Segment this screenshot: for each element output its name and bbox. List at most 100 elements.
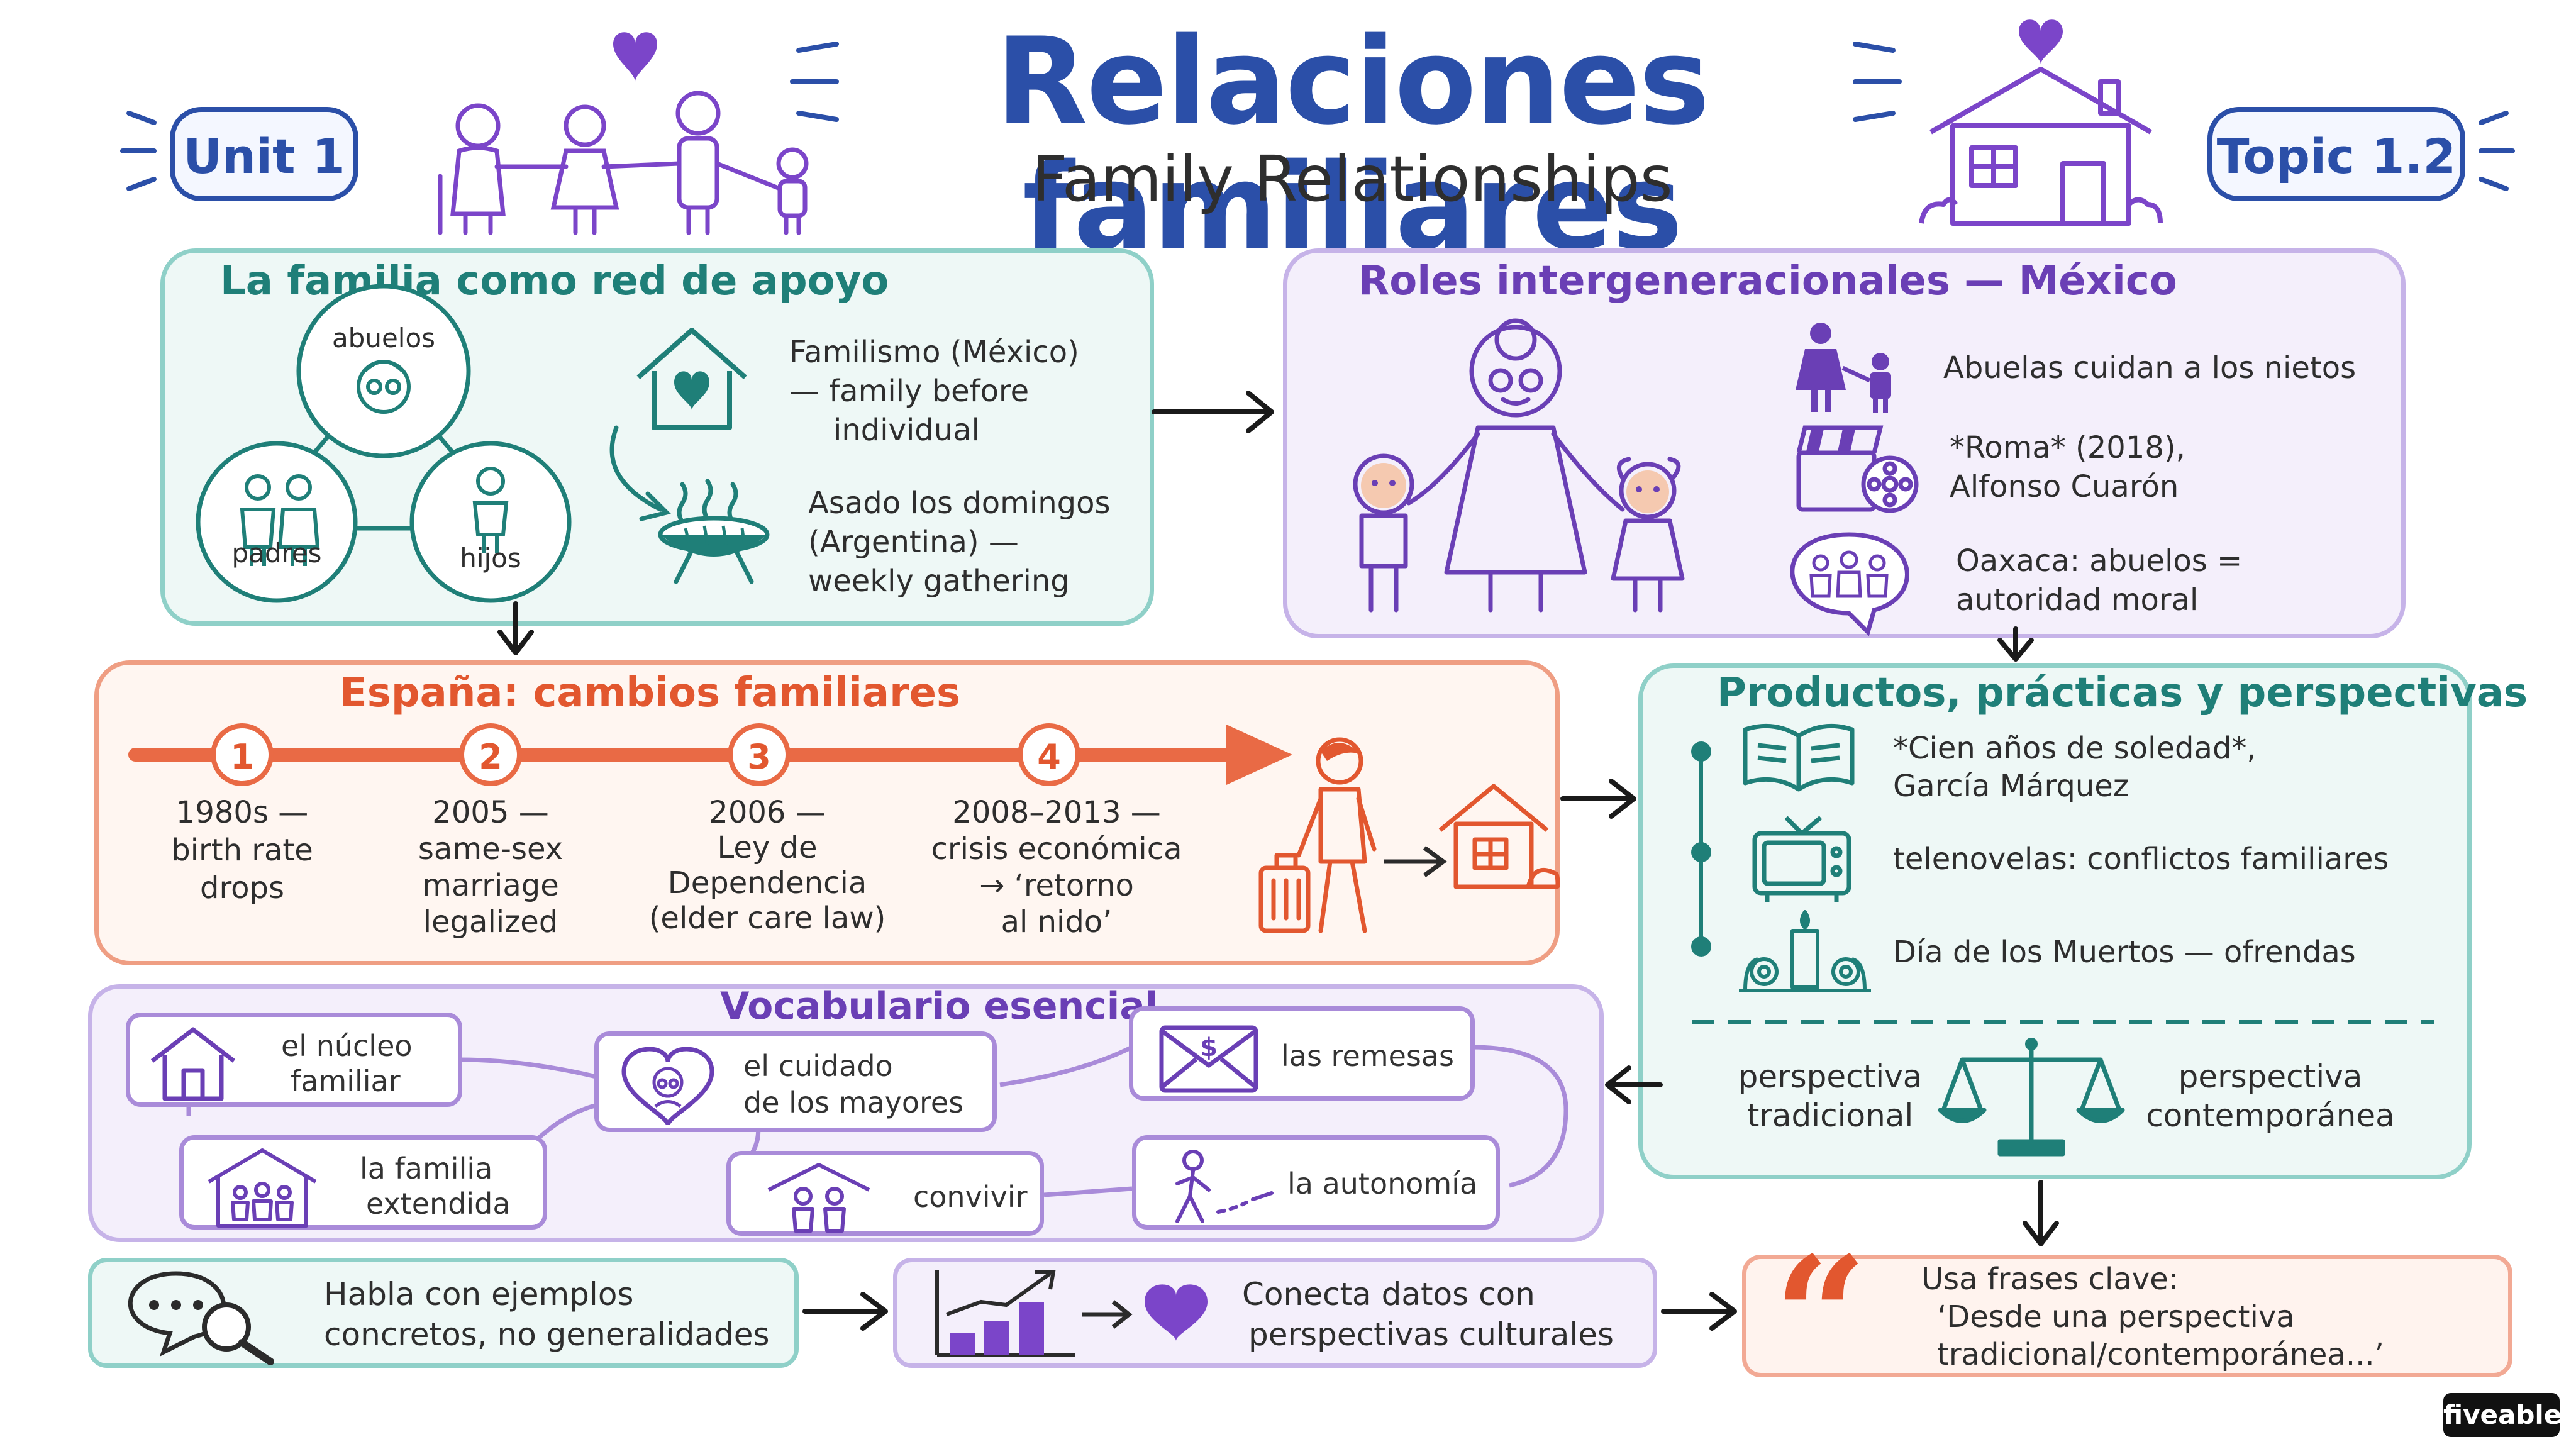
topic-sparkles-icon: [2479, 111, 2515, 191]
familismo-line-3: individual: [833, 413, 980, 448]
topic-badge-label: Topic 1.2: [2216, 128, 2457, 184]
brand-logo-label: fiveable: [2443, 1399, 2562, 1430]
home-icon: [1438, 784, 1560, 889]
unit-sparkles-icon: [120, 111, 157, 191]
event-1-line-1: 1980s —: [175, 795, 309, 830]
event-3-line-4: (elder care law): [648, 901, 886, 936]
convivir-label: convivir: [913, 1180, 1028, 1214]
page-title: Relaciones familiares: [995, 12, 1710, 277]
cien-anos-line-2: García Márquez: [1893, 769, 2129, 804]
extendida-line-1: la familia: [360, 1152, 493, 1185]
dashed-divider: [1692, 1020, 2434, 1024]
people-under-roof-icon: [767, 1163, 870, 1233]
family-network-diagram: [196, 284, 572, 603]
event-2-line-1: 2005 —: [432, 795, 549, 830]
nucleo-line-2: familiar: [291, 1064, 401, 1098]
familia-section-title: La familia como red de apoyo: [220, 258, 889, 304]
asado-line-3: weekly gathering: [808, 564, 1070, 599]
roma-line-2: Alfonso Cuarón: [1950, 469, 2179, 504]
walking-person-icon: [1175, 1150, 1274, 1223]
event-2-line-4: legalized: [423, 904, 558, 940]
oaxaca-line-2: autoridad moral: [1956, 582, 2199, 618]
event-2-line-2: same-sex: [418, 831, 564, 867]
vocab-card-nucleo: el núcleo familiar: [126, 1013, 462, 1107]
tip-3-line-1: Usa frases clave:: [1921, 1262, 2179, 1297]
familismo-line-2: — family before: [789, 374, 1030, 409]
right-persp-line-2: contemporánea: [2146, 1097, 2395, 1134]
home-heart-icon: [636, 328, 747, 430]
productos-section-title: Productos, prácticas y perspectivas: [1717, 670, 2528, 716]
bar-chart-trend-icon: [935, 1270, 1075, 1357]
house-with-heart-icon: [1919, 19, 2163, 226]
timeline-marker-4: 4: [1018, 723, 1080, 786]
money-envelope-icon: $: [1159, 1025, 1258, 1093]
right-persp-line-1: perspectiva: [2178, 1058, 2363, 1095]
event-1-line-2: birth rate: [171, 833, 313, 868]
ofrenda-candle-icon: [1739, 910, 1871, 992]
house-icon: [150, 1027, 236, 1101]
productos-item-3-text: Día de los Muertos — ofrendas: [1893, 935, 2356, 970]
clapperboard-film-icon: [1796, 425, 1919, 513]
roma-line-1: *Roma* (2018),: [1950, 430, 2185, 465]
left-persp-line-2: tradicional: [1746, 1097, 1914, 1134]
node-abuelos-label: abuelos: [331, 323, 436, 353]
asado-line-1: Asado los domingos: [808, 486, 1111, 521]
roles-item-1-text: Abuelas cuidan a los nietos: [1943, 350, 2357, 386]
brand-logo: fiveable: [2443, 1393, 2562, 1437]
cuidado-line-1: el cuidado: [743, 1049, 893, 1083]
curved-arrow-icon: [609, 425, 671, 521]
quote-mark-icon: “: [1774, 1221, 1868, 1413]
adult-child-holding-hands-icon: [1796, 323, 1891, 413]
svg-text:$: $: [1200, 1033, 1218, 1062]
family-holding-hands-icon: [438, 32, 809, 235]
grill-icon: [658, 479, 770, 584]
timeline-marker-3: 3: [728, 723, 791, 786]
tip-2-line-1: Conecta datos con: [1242, 1276, 1535, 1313]
tip-2-line-2: perspectivas culturales: [1248, 1316, 1614, 1353]
timeline-number-1: 1: [230, 737, 254, 777]
nucleo-line-1: el núcleo: [281, 1029, 413, 1063]
event-4-line-2: crisis económica: [931, 831, 1182, 867]
vocab-card-extendida: la familia extendida: [179, 1135, 547, 1230]
heart-grandma-icon: [621, 1046, 714, 1126]
grandmother-with-grandchildren-icon: [1353, 318, 1685, 613]
productos-item-2-text: telenovelas: conflictos familiares: [1893, 841, 2389, 877]
extended-family-house-icon: [208, 1148, 317, 1228]
timeline-number-4: 4: [1037, 737, 1061, 777]
event-3-line-2: Ley de: [717, 830, 818, 865]
timeline-marker-2: 2: [459, 723, 522, 786]
cien-anos-line-1: *Cien años de soledad*,: [1893, 731, 2257, 766]
balance-scale-icon: [1938, 1038, 2125, 1157]
event-4-line-3: → ‘retorno: [979, 868, 1134, 903]
remesas-label: las remesas: [1281, 1039, 1454, 1073]
roles-section-title: Roles intergeneracionales — México: [1358, 258, 2177, 304]
arrow-to-house-icon: [1384, 846, 1447, 877]
extendida-line-2: extendida: [366, 1187, 511, 1221]
topic-badge: Topic 1.2: [2207, 107, 2465, 201]
autonomia-label: la autonomía: [1287, 1167, 1478, 1201]
vocab-card-remesas: $ las remesas: [1129, 1006, 1475, 1101]
tip-3-line-2: ‘Desde una perspectiva: [1937, 1299, 2295, 1335]
cuidado-line-2: de los mayores: [743, 1085, 964, 1119]
television-icon: [1752, 816, 1852, 902]
heart-icon: [1145, 1284, 1208, 1341]
oaxaca-line-1: Oaxaca: abuelos =: [1956, 543, 2243, 579]
node-hijos-label: hijos: [460, 543, 521, 574]
page-subtitle: Family Relationships: [1031, 142, 1673, 216]
speech-magnifier-icon: [128, 1271, 274, 1365]
event-3-line-3: Dependencia: [667, 865, 867, 901]
tip-3-line-3: tradicional/contemporánea...’: [1937, 1337, 2384, 1372]
vocab-card-convivir: convivir: [726, 1151, 1044, 1236]
tip-1-line-2: concretos, no generalidades: [324, 1316, 770, 1353]
familismo-line-1: Familismo (México): [789, 335, 1079, 370]
vocab-card-cuidado: el cuidado de los mayores: [594, 1031, 997, 1132]
espana-section-title: España: cambios familiares: [340, 670, 961, 716]
vocab-card-autonomia: la autonomía: [1132, 1135, 1500, 1230]
event-3-line-1: 2006 —: [709, 795, 826, 830]
speech-bubble-family-icon: [1790, 532, 1909, 636]
event-4-line-1: 2008–2013 —: [952, 795, 1161, 830]
timeline-number-3: 3: [747, 737, 771, 777]
event-1-line-3: drops: [200, 870, 284, 906]
productos-vertical-line: [1691, 741, 1711, 957]
unit-badge: Unit 1: [170, 107, 358, 201]
